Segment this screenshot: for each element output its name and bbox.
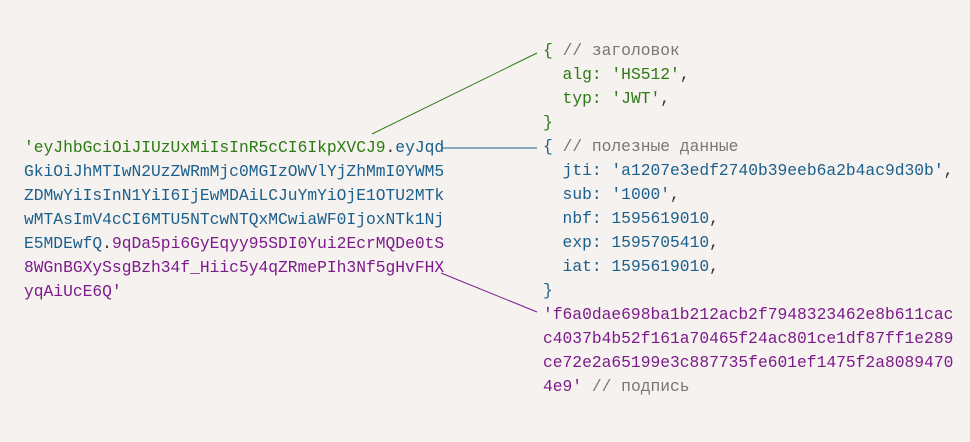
payload-field-value: '1000': [611, 185, 671, 204]
payload-close-brace: }: [543, 281, 553, 300]
decoded-jwt: { // заголовок alg: 'HS512', typ: 'JWT',…: [543, 41, 954, 396]
header-close-brace: }: [543, 113, 553, 132]
token-signature-line: 9qDa5pi6GyEqyy95SDI0Yui2EcrMQDe0tS: [111, 234, 445, 253]
payload-field-key: iat: [562, 257, 592, 276]
header-field-value: 'JWT': [611, 89, 661, 108]
payload-field-value: 1595619010: [611, 257, 710, 276]
payload-open-brace: {: [543, 137, 553, 156]
token-payload-line: GkiOiJhMTIwN2UzZWRmMjc0MGIzOWVlYjZhMmI0Y…: [24, 162, 445, 181]
header-open-brace: {: [543, 41, 553, 60]
token-dot: .: [102, 234, 112, 253]
header-field-key: alg: [562, 65, 592, 84]
payload-field-key: nbf: [562, 209, 592, 228]
payload-field-value: 'a1207e3edf2740b39eeb6a2b4ac9d30b': [611, 161, 944, 180]
payload-field-key: sub: [562, 185, 592, 204]
token-signature-line: yqAiUcE6Q': [24, 282, 122, 301]
token-header-part: 'eyJhbGciOiJIUzUxMiIsInR5cCI6IkpXVCJ9: [24, 138, 386, 157]
payload-field-value: 1595619010: [611, 209, 710, 228]
signature-line: c4037b4b52f161a70465f24ac801ce1df87ff1e2…: [543, 329, 954, 348]
signature-line: 'f6a0dae698ba1b212acb2f7948323462e8b611c…: [543, 305, 954, 324]
header-comment: // заголовок: [562, 41, 680, 60]
token-payload-line: ZDMwYiIsInN1YiI6IjEwMDAiLCJuYmYiOjE1OTU2…: [24, 186, 445, 205]
payload-field-key: jti: [562, 161, 592, 180]
header-connector: [371, 52, 538, 135]
token-dot: .: [385, 138, 396, 157]
encoded-jwt-token: 'eyJhbGciOiJIUzUxMiIsInR5cCI6IkpXVCJ9.ey…: [24, 136, 444, 304]
token-signature-line: 8WGnBGXySsgBzh34f_Hiic5y4qZRmePIh3Nf5gHv…: [24, 258, 445, 277]
signature-connector: [440, 272, 538, 313]
header-field-value: 'HS512': [611, 65, 680, 84]
header-field-key: typ: [562, 89, 592, 108]
token-payload-line: wMTAsImV4cCI6MTU5NTcwNTQxMCwiaWF0IjoxNTk…: [24, 210, 445, 229]
token-payload-line: eyJqd: [395, 138, 445, 157]
payload-field-value: 1595705410: [611, 233, 710, 252]
signature-line: 4e9': [543, 377, 583, 396]
signature-line: ce72e2a65199e3c887735fe601ef1475f2a80894…: [543, 353, 954, 372]
payload-field-key: exp: [562, 233, 592, 252]
signature-comment: // подпись: [591, 377, 690, 396]
token-payload-line: E5MDEwfQ: [24, 234, 103, 253]
payload-comment: // полезные данные: [562, 137, 739, 156]
